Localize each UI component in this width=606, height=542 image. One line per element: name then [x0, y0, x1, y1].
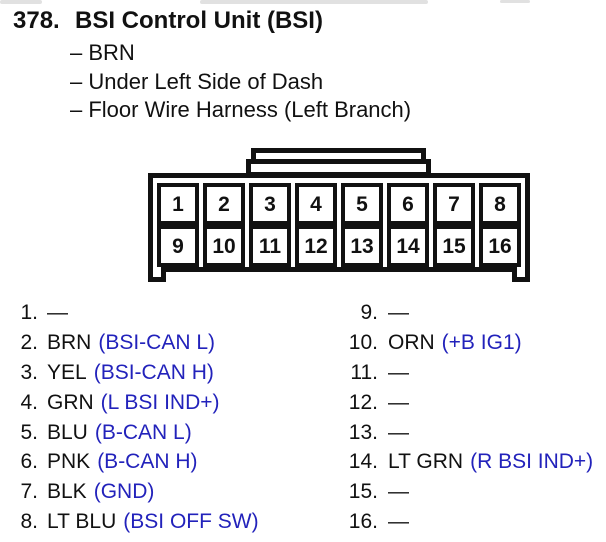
detail-line: – Floor Wire Harness (Left Branch) [70, 97, 412, 122]
pin-number: 14. [348, 450, 378, 474]
pin-row: 5. BLU(B-CAN L) [0, 418, 259, 448]
pin-row: 8. LT BLU(BSI OFF SW) [0, 507, 259, 537]
pin-signal: (B-CAN H) [97, 450, 198, 474]
pin-signal: (R BSI IND+) [470, 450, 594, 474]
pin-cell-number: 11 [259, 235, 282, 258]
scan-artifact [0, 0, 42, 4]
pin-signal: (B-CAN L) [94, 420, 192, 444]
pin-row: 2. BRN(BSI-CAN L) [0, 328, 259, 358]
pin-number: 1. [20, 300, 38, 324]
pin-number: 15. [348, 480, 378, 504]
pin-wire-color: GRN [47, 390, 94, 414]
pin-list-right: 9. — 10. ORN(+B IG1) 11. — 12. — 13. — 14. LT … [341, 298, 593, 537]
scan-artifact [200, 0, 428, 4]
pin-wire-color: BRN [47, 330, 92, 354]
detail-line: – Under Left Side of Dash [70, 68, 324, 94]
pin-number: 11. [350, 360, 378, 384]
pin-wire-color: PNK [47, 450, 91, 474]
pin-number: 9. [360, 300, 378, 324]
pin-number: 10. [348, 330, 378, 354]
pin-signal: (GND) [93, 480, 155, 504]
pin-signal: (L BSI IND+) [100, 390, 220, 414]
pin-number: 4. [20, 390, 38, 414]
section-number: 378. [13, 7, 60, 34]
connector-latch-base [246, 159, 431, 177]
pin-row: 7. BLK(GND) [0, 477, 259, 507]
pin-wire-color: LT BLU [47, 510, 117, 534]
pin-cell-number: 13 [350, 235, 373, 258]
pin-row: 16. — [341, 507, 593, 537]
pin-wire-color: — [388, 390, 409, 414]
pin-cell-number: 3 [264, 193, 276, 216]
pin-row: 14. LT GRN(R BSI IND+) [341, 447, 593, 477]
pin-cell-number: 9 [172, 235, 184, 258]
pin-cell-number: 10 [212, 235, 235, 258]
scan-artifact [500, 0, 530, 3]
pin-wire-color: — [388, 510, 409, 534]
pin-row: 10. ORN(+B IG1) [341, 328, 593, 358]
pin-wire-color: — [388, 300, 409, 324]
pin-cavity-row-bottom [157, 225, 521, 267]
pin-wire-color: — [388, 480, 409, 504]
pin-signal: (+B IG1) [441, 330, 522, 354]
pin-cell-number: 1 [172, 193, 184, 216]
pin-list-left: 1. — 2. BRN(BSI-CAN L) 3. YEL(BSI-CAN H) 4.… [0, 298, 259, 537]
pin-row: 1. — [0, 298, 259, 328]
pin-number: 3. [20, 360, 38, 384]
pin-row: 9. — [341, 298, 593, 328]
pin-cell-number: 2 [218, 193, 230, 216]
pin-number: 6. [20, 450, 38, 474]
pin-cell-number: 7 [448, 193, 460, 216]
pin-wire-color: LT GRN [388, 450, 464, 474]
pin-number: 8. [20, 510, 38, 534]
pin-row: 13. — [341, 418, 593, 448]
pin-number: 5. [20, 420, 38, 444]
pin-row: 15. — [341, 477, 593, 507]
pin-row: 12. — [341, 388, 593, 418]
pin-cell-number: 5 [356, 193, 368, 216]
pin-row: 3. YEL(BSI-CAN H) [0, 358, 259, 388]
detail-line: – BRN [70, 40, 135, 65]
pin-cell-number: 16 [488, 235, 511, 258]
pin-cell-number: 14 [396, 235, 420, 258]
pin-row: 6. PNK(B-CAN H) [0, 447, 259, 477]
page-title: BSI Control Unit (BSI) [75, 7, 323, 34]
pin-cell-number: 4 [310, 193, 322, 216]
pin-number: 13. [348, 420, 378, 444]
detail-list: – BRN – Under Left Side of Dash – Floor … [70, 39, 411, 125]
pin-wire-color: — [388, 360, 409, 384]
pin-signal: (BSI OFF SW) [123, 510, 259, 534]
pin-cell-number: 12 [304, 235, 327, 258]
pin-number: 7. [20, 480, 38, 504]
pin-cell-number: 15 [442, 235, 466, 258]
pin-row: 4. GRN(L BSI IND+) [0, 388, 259, 418]
connector-diagram: 1 2 3 4 5 6 7 8 9 10 11 12 13 14 15 16 [148, 148, 530, 282]
pin-wire-color: BLK [47, 480, 87, 504]
pin-number: 2. [20, 330, 38, 354]
pin-wire-color: BLU [47, 420, 88, 444]
pin-cavity-row-top [157, 183, 521, 225]
pin-wire-color: — [47, 300, 68, 324]
pin-cell-number: 8 [494, 193, 506, 216]
pin-wire-color: ORN [388, 330, 435, 354]
pin-row: 11. — [341, 358, 593, 388]
pin-wire-color: — [388, 420, 409, 444]
pin-signal: (BSI-CAN L) [98, 330, 216, 354]
pin-cell-number: 6 [402, 193, 414, 216]
pin-signal: (BSI-CAN H) [93, 360, 214, 384]
pin-number: 12. [348, 390, 378, 414]
pin-number: 16. [348, 510, 378, 534]
pin-wire-color: YEL [47, 360, 87, 384]
